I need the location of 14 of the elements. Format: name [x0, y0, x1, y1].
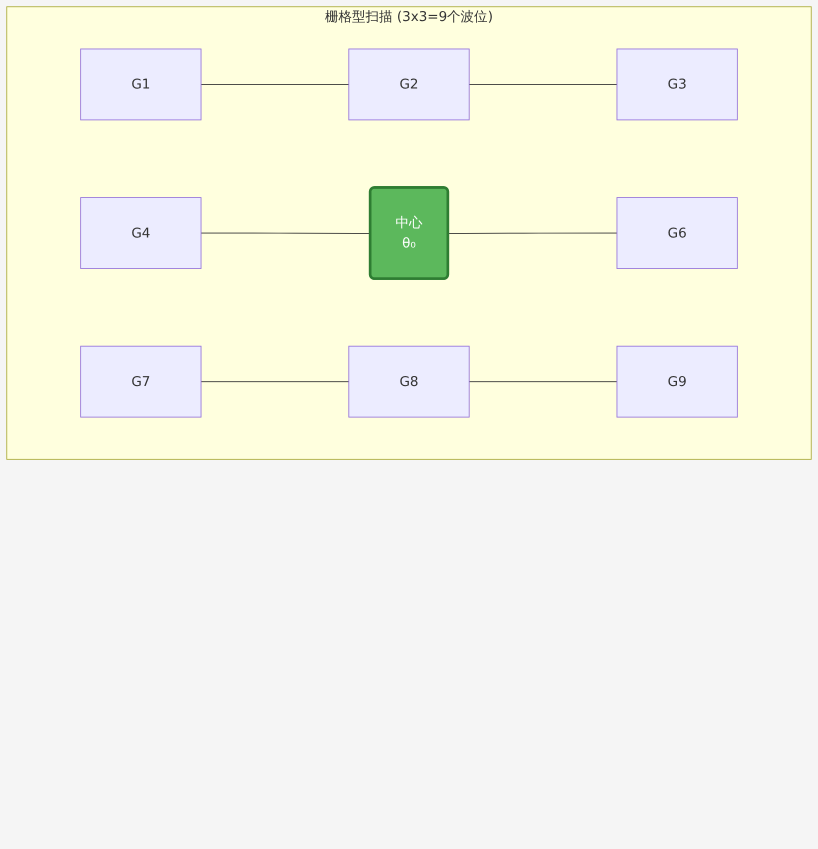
connector [468, 381, 618, 382]
node-box: G3 [616, 48, 738, 120]
connector [200, 232, 371, 234]
node-box: G7 [80, 346, 202, 418]
node-box: G8 [348, 346, 470, 418]
node-box: G9 [616, 346, 738, 418]
connector [200, 84, 350, 85]
connector [448, 232, 618, 234]
node-box: G4 [80, 197, 202, 269]
node-box: G2 [348, 48, 470, 120]
node-box: G6 [616, 197, 738, 269]
connector [200, 381, 350, 382]
connector [468, 84, 618, 85]
node-box: G1 [80, 48, 202, 120]
